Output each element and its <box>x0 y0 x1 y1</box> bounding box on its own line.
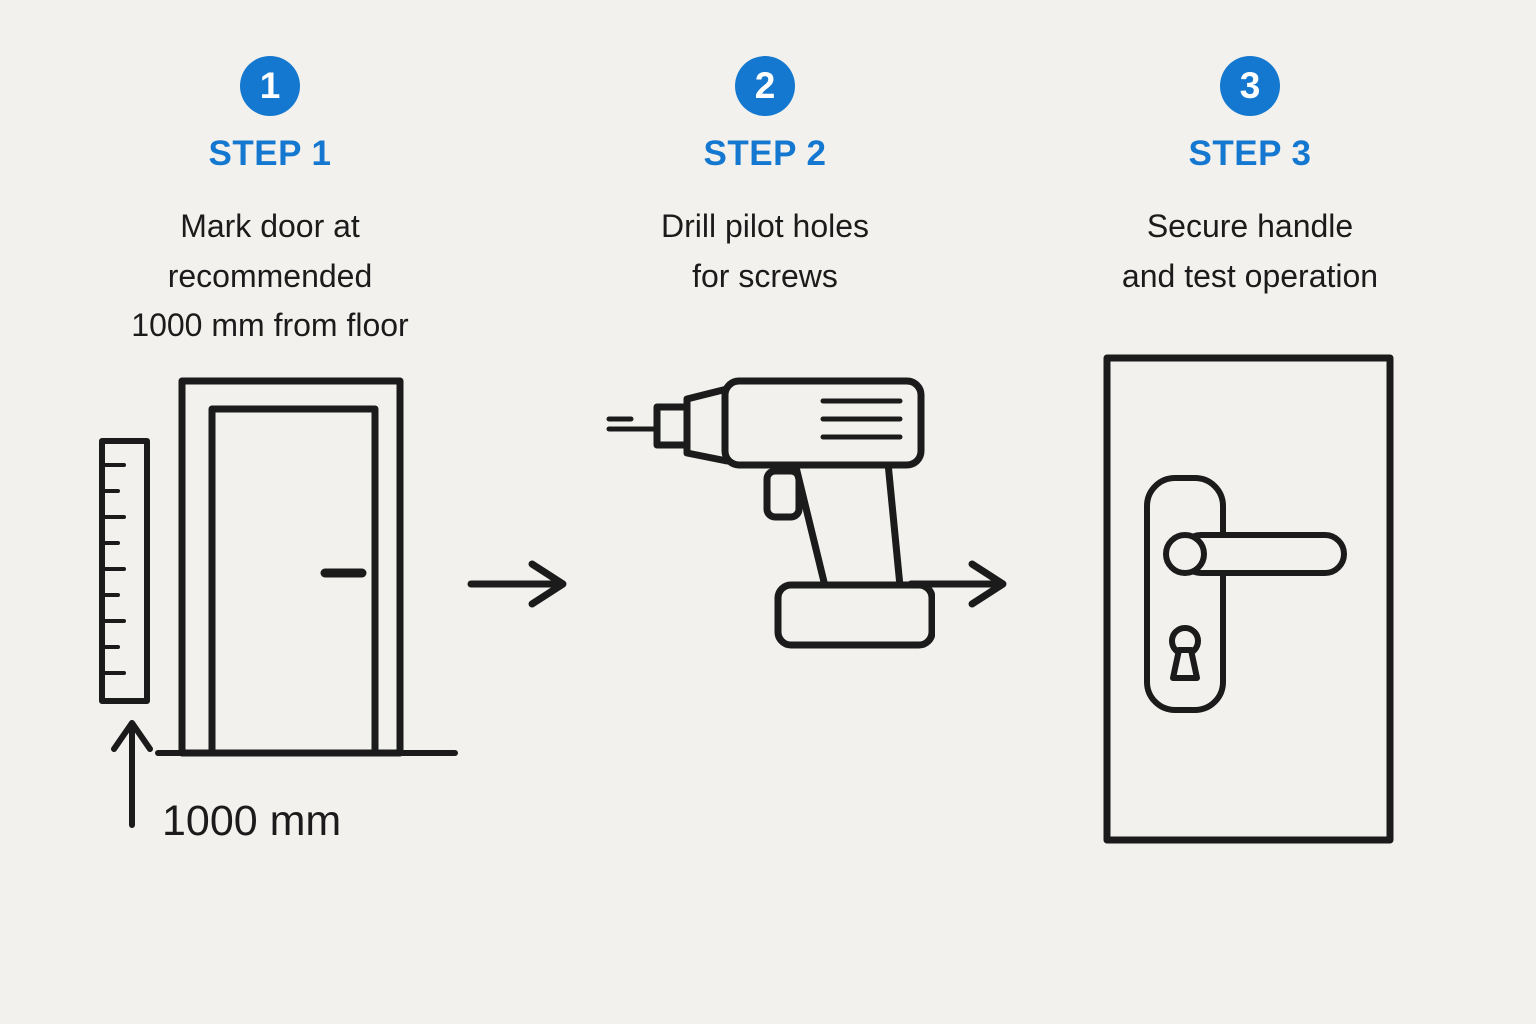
flow-arrow-2 <box>906 556 1018 617</box>
measurement-label: 1000 mm <box>162 797 341 845</box>
door-icon <box>178 377 404 757</box>
door-with-ruler-icon: 1000 mm <box>99 377 458 845</box>
drill-trigger <box>763 467 803 521</box>
step-3-column: 3 STEP 3 Secure handle and test operatio… <box>1035 56 1465 848</box>
step-1-description: Mark door at recommended 1000 mm from fl… <box>131 208 409 344</box>
step-2-column: 2 STEP 2 Drill pilot holes for screws <box>555 56 975 658</box>
right-arrow-icon <box>467 560 567 608</box>
handle-lever <box>1163 532 1347 577</box>
door-with-handle-icon <box>1103 354 1394 844</box>
step-2-label: STEP 2 <box>703 134 827 173</box>
step-3-description: Secure handle and test operation <box>1121 208 1379 294</box>
door-panel <box>1103 354 1394 844</box>
step-1-column: 1 STEP 1 Mark door at recommended 1000 m… <box>55 56 485 851</box>
right-arrow-icon <box>907 560 1007 608</box>
step-2-illustration <box>555 373 975 658</box>
step-1-label: STEP 1 <box>208 134 332 173</box>
up-arrow-icon <box>111 719 153 828</box>
drill-body <box>721 377 925 469</box>
step-3-illustration <box>1035 353 1465 848</box>
ruler-icon <box>99 437 150 704</box>
step-2-badge: 2 <box>735 56 795 116</box>
step-3-label: STEP 3 <box>1188 134 1312 173</box>
step-1-badge: 1 <box>240 56 300 116</box>
step-3-number: 3 <box>1239 65 1261 106</box>
flow-arrow-1 <box>466 556 578 617</box>
step-3-badge: 3 <box>1220 56 1280 116</box>
keyhole-icon <box>1169 625 1201 682</box>
step-2-description: Drill pilot holes for screws <box>660 208 870 294</box>
drill-battery <box>774 581 935 649</box>
drill-bit <box>606 416 660 432</box>
drill-chuck <box>653 385 731 465</box>
step-1-illustration: 1000 mm <box>55 373 485 851</box>
drill-handle <box>791 459 904 590</box>
step-1-number: 1 <box>259 65 281 106</box>
power-drill-icon <box>606 377 935 649</box>
step-2-number: 2 <box>754 65 776 106</box>
